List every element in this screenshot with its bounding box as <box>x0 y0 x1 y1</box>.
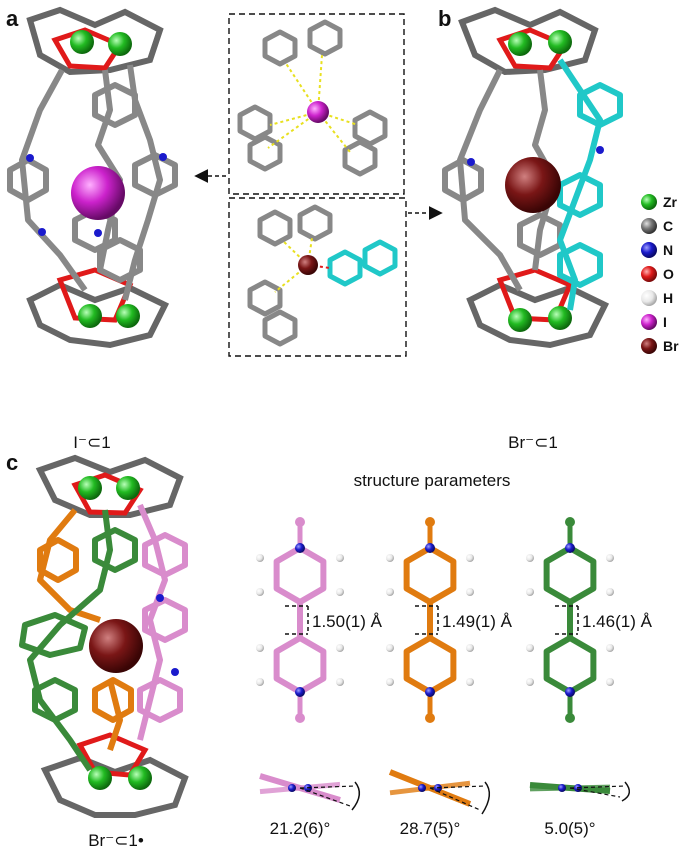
bromide-anion-b <box>505 157 561 213</box>
torsion-angle-3: 5.0(5)° <box>544 819 595 838</box>
zr-cluster-top-c <box>35 454 184 518</box>
caption-a: I⁻⊂1 <box>73 433 110 452</box>
torsion-angle-2: 28.7(5)° <box>400 819 461 838</box>
bipyridine-3 <box>526 517 614 723</box>
legend-swatch <box>641 290 657 306</box>
bond-length-3: 1.46(1) Å <box>582 612 653 631</box>
bond-length-1: 1.50(1) Å <box>312 612 383 631</box>
nitrogen-atoms-a <box>26 153 167 237</box>
zr-cluster-bottom-a <box>26 267 170 349</box>
legend-label: H <box>663 290 673 306</box>
legend-item-c: C <box>641 218 673 234</box>
legend-item-h: H <box>641 290 673 306</box>
green-ligand-c <box>19 509 138 772</box>
torsion-angle-1: 21.2(6)° <box>270 819 331 838</box>
legend-item-n: N <box>641 242 673 258</box>
legend-label: I <box>663 314 667 330</box>
panel-c: c <box>6 450 653 849</box>
cyan-ligand-b <box>557 58 623 311</box>
side-view-3 <box>529 781 631 802</box>
bipyridine-1 <box>256 517 344 723</box>
inset-iodide <box>228 13 405 195</box>
legend-swatch <box>641 338 657 354</box>
pink-ligand-c <box>137 503 188 741</box>
caption-c: Br⁻⊂1• <box>88 831 144 849</box>
zr-cluster-top-b <box>458 6 599 76</box>
zr-cluster-bottom-b <box>466 267 610 349</box>
panel-label-c: c <box>6 450 18 475</box>
panel-label-b: b <box>438 6 451 31</box>
bond-length-2: 1.49(1) Å <box>442 612 513 631</box>
inset-bromide <box>228 197 407 357</box>
legend-label: N <box>663 242 673 258</box>
iodide-anion-a <box>71 166 125 220</box>
legend-swatch <box>641 218 657 234</box>
bipyridine-structures: 1.50(1) Å 21.2(6)° 1.49(1) Å 28.7(5)° 1.46(1… <box>256 517 653 838</box>
legend-label: Zr <box>663 194 678 210</box>
side-view-1 <box>259 773 361 811</box>
legend-label: Br <box>663 338 679 354</box>
legend-item-o: O <box>641 266 674 282</box>
bromide-anion-c <box>89 619 143 673</box>
panel-b: b Br⁻⊂1 <box>438 6 623 452</box>
legend-swatch <box>641 242 657 258</box>
side-view-2 <box>388 769 491 815</box>
legend-item-br: Br <box>641 338 679 354</box>
panel-label-a: a <box>6 6 19 31</box>
structure-parameters-title: structure parameters <box>354 471 511 490</box>
bipyridine-2 <box>386 517 474 723</box>
legend-label: O <box>663 266 674 282</box>
legend-swatch <box>641 194 657 210</box>
legend-item-zr: Zr <box>641 194 678 210</box>
legend-swatch <box>641 266 657 282</box>
zr-cluster-bottom-c <box>40 732 189 818</box>
legend-label: C <box>663 218 673 234</box>
zr-cluster-top-a <box>26 6 164 76</box>
caption-b: Br⁻⊂1 <box>508 433 558 452</box>
legend-item-i: I <box>641 314 667 330</box>
legend-swatch <box>641 314 657 330</box>
orange-ligand-c <box>37 508 134 751</box>
panel-a: a <box>6 6 178 452</box>
